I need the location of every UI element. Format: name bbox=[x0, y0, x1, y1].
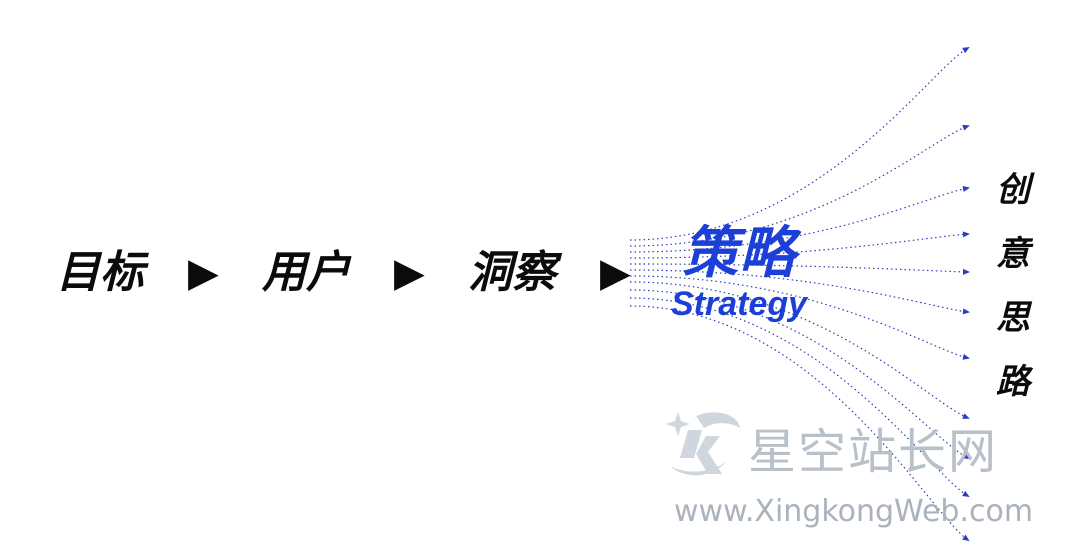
ray-arrowhead bbox=[962, 268, 970, 275]
output-char: 创 bbox=[996, 170, 1030, 210]
step-user: 用户 bbox=[262, 247, 350, 298]
dotted-ray bbox=[629, 305, 969, 541]
output-char: 意 bbox=[996, 234, 1030, 274]
strategy-title-cn: 策略 bbox=[682, 221, 796, 286]
ray-arrowhead bbox=[962, 47, 970, 54]
ray-arrowhead bbox=[962, 231, 970, 238]
ray-arrowhead bbox=[962, 490, 970, 498]
output-char: 思 bbox=[996, 298, 1030, 338]
watermark-logo bbox=[666, 412, 740, 476]
arrow-3: ▶ bbox=[600, 250, 631, 296]
dotted-ray bbox=[629, 187, 969, 253]
arrow-1: ▶ bbox=[188, 250, 219, 296]
ray-arrowhead bbox=[962, 353, 970, 360]
output-char: 路 bbox=[996, 362, 1030, 402]
dotted-ray bbox=[629, 281, 969, 419]
dotted-ray bbox=[629, 233, 969, 259]
dotted-ray bbox=[629, 289, 969, 459]
arrow-2: ▶ bbox=[394, 250, 425, 296]
process-flow: 目标 ▶ 用户 ▶ 洞察 ▶ bbox=[0, 238, 1080, 308]
step-goal: 目标 bbox=[56, 247, 144, 298]
ray-arrowhead bbox=[962, 534, 970, 542]
dotted-ray bbox=[629, 47, 969, 241]
ray-arrowhead bbox=[962, 185, 970, 192]
step-insight: 洞察 bbox=[468, 247, 556, 298]
watermark-url: www.XingkongWeb.com bbox=[674, 494, 1034, 529]
ray-arrowhead bbox=[962, 124, 970, 131]
dotted-ray bbox=[629, 275, 969, 359]
creative-ideas-label: 创 意 思 路 bbox=[988, 162, 1038, 418]
ray-arrowhead bbox=[962, 453, 970, 459]
ray-arrowhead bbox=[962, 413, 970, 419]
dotted-ray bbox=[629, 125, 969, 247]
watermark-site-name: 星空站长网 bbox=[748, 424, 999, 480]
ray-arrowhead bbox=[962, 308, 970, 315]
strategy-title-en: Strategy bbox=[671, 285, 808, 323]
